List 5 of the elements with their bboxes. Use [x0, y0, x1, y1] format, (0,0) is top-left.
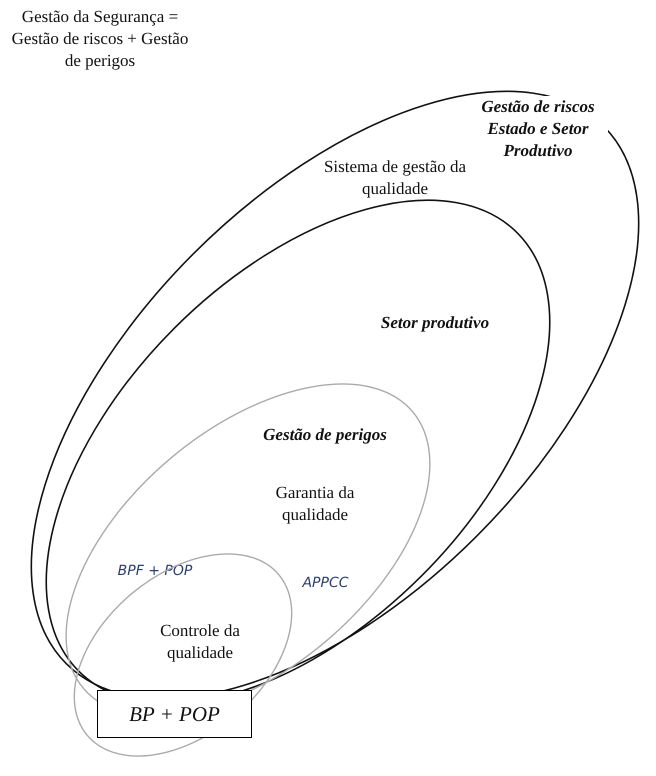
region-note: APPCC [300, 574, 350, 593]
equation-note: Gestão da Segurança = Gestão de riscos + Gestão de perigos [10, 6, 190, 72]
region-heading: Controle da qualidade [159, 620, 241, 664]
region-heading: Sistema de gestão da qualidade [322, 156, 468, 200]
region-heading: Garantia da qualidade [274, 482, 356, 526]
